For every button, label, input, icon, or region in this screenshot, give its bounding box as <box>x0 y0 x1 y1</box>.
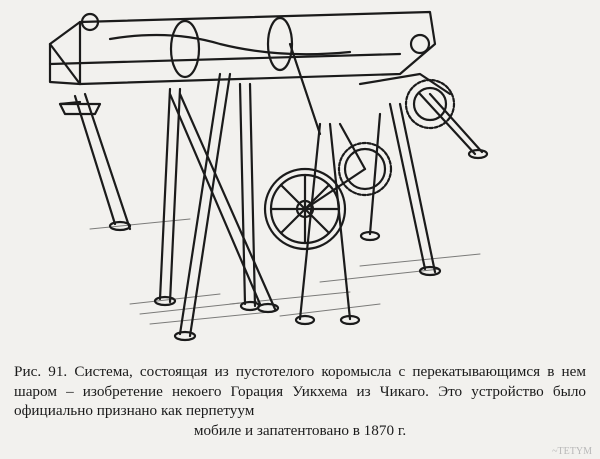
caption-prefix: Рис. 91. <box>14 363 68 380</box>
caption-last-line: мобиле и запатентовано в 1870 г. <box>193 421 407 439</box>
caption-body: Система, состоящая из пустотелого коромы… <box>14 363 586 419</box>
perpetual-motion-engraving <box>48 10 489 342</box>
figure-caption: Рис. 91. Система, состоящая из пустотело… <box>14 362 586 440</box>
illustration <box>20 4 580 356</box>
stray-mark: ~TETYM <box>552 446 592 457</box>
